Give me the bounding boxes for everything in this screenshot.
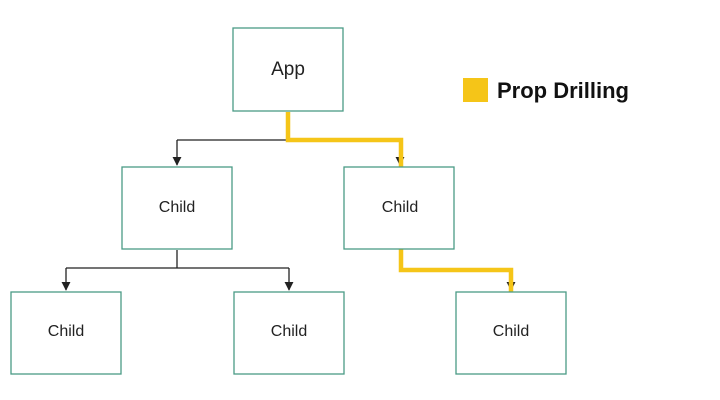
legend: Prop Drilling — [463, 78, 629, 103]
prop-drilling-path — [285, 112, 514, 294]
legend-swatch — [463, 78, 488, 102]
node-child-right: Child — [343, 166, 455, 250]
node-grandchild-right-label: Child — [493, 323, 529, 340]
node-grandchild-left-2-label: Child — [271, 323, 307, 340]
node-child-left: Child — [121, 166, 233, 250]
node-grandchild-right: Child — [455, 291, 567, 375]
prop-drilling-segment-child-to-grandchild — [398, 249, 514, 294]
node-child-right-label: Child — [382, 199, 418, 216]
node-app: App — [232, 27, 344, 112]
node-app-label: App — [271, 59, 305, 80]
node-grandchild-left-1: Child — [10, 291, 122, 375]
node-child-left-label: Child — [159, 199, 195, 216]
prop-drilling-segment-app-to-child — [285, 112, 404, 168]
legend-label: Prop Drilling — [497, 78, 629, 103]
node-grandchild-left-2: Child — [233, 291, 345, 375]
node-grandchild-left-1-label: Child — [48, 323, 84, 340]
